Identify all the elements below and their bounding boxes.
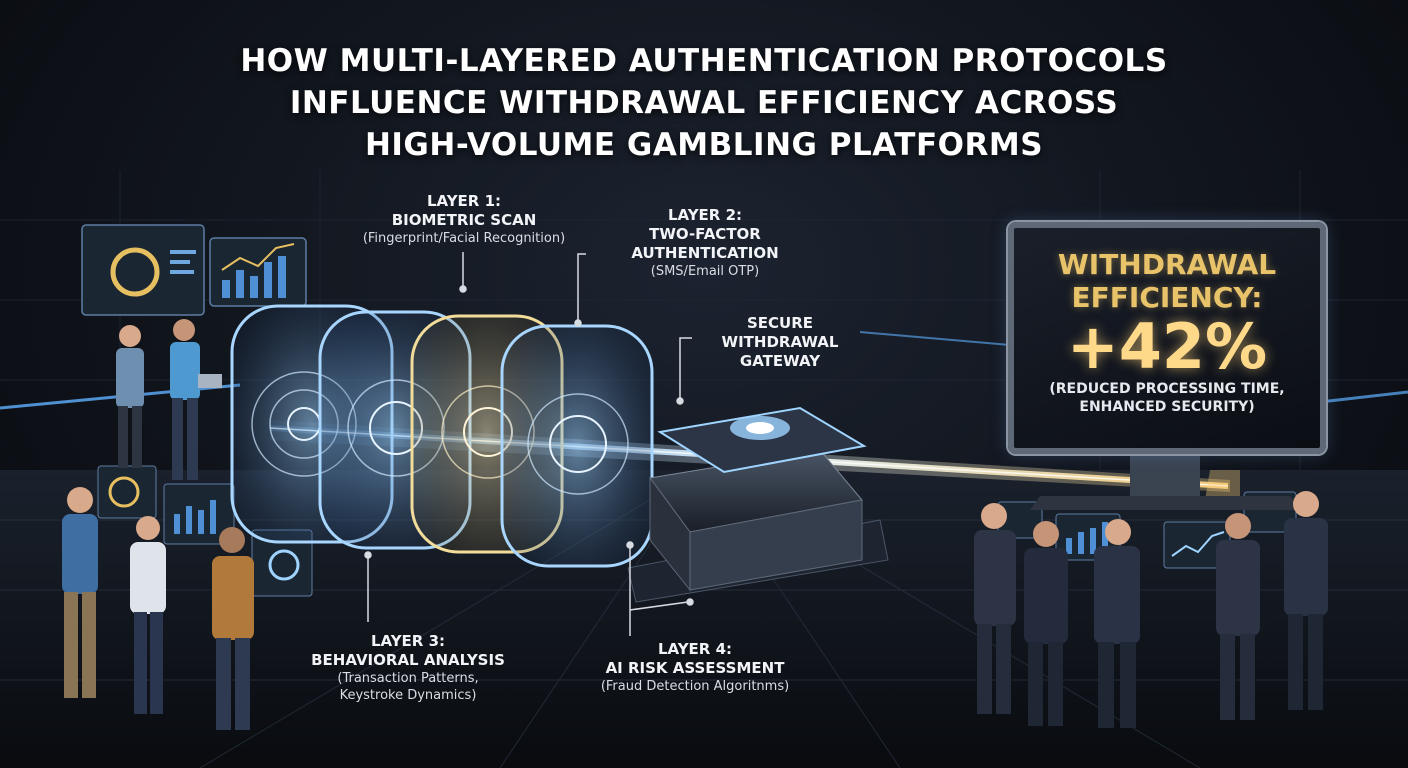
layer-3-name: BEHAVIORAL ANALYSIS bbox=[311, 651, 505, 669]
person bbox=[62, 487, 98, 698]
person bbox=[130, 516, 166, 714]
layer-3-detail-line-1: (Transaction Patterns, bbox=[337, 671, 479, 686]
person bbox=[116, 325, 144, 468]
people-right-group bbox=[974, 491, 1328, 728]
layer-4-name: AI RISK ASSESSMENT bbox=[605, 659, 785, 677]
layer-4-detail: (Fraud Detection Algoritnms) bbox=[600, 679, 790, 694]
person bbox=[1094, 519, 1140, 728]
layer-1-number: LAYER 1: bbox=[426, 192, 502, 210]
efficiency-heading-line-2: EFFICIENCY: bbox=[1071, 281, 1263, 314]
person bbox=[1284, 491, 1328, 710]
person bbox=[974, 503, 1016, 714]
wall-dashboard-chart bbox=[209, 237, 307, 307]
layer-4-label: LAYER 4: AI RISK ASSESSMENT (Fraud Detec… bbox=[560, 640, 830, 695]
layer-3-detail-line-2: Keystroke Dynamics) bbox=[339, 688, 477, 703]
layer-3-number: LAYER 3: bbox=[370, 632, 446, 650]
person bbox=[1024, 521, 1068, 726]
title-line-2: INFLUENCE WITHDRAWAL EFFICIENCY ACROSS bbox=[289, 85, 1119, 121]
layer-1-label: LAYER 1: BIOMETRIC SCAN (Fingerprint/Fac… bbox=[332, 192, 596, 247]
layer-2-name-line-2: AUTHENTICATION bbox=[631, 244, 779, 262]
layer-2-name-line-1: TWO-FACTOR bbox=[649, 225, 761, 243]
person bbox=[212, 527, 254, 730]
gateway-line-2: WITHDRAWAL bbox=[721, 333, 839, 351]
layer-4-number: LAYER 4: bbox=[657, 640, 733, 658]
callout-lines bbox=[364, 252, 694, 636]
floating-dashboards-left bbox=[97, 465, 313, 597]
title-line-1: HOW MULTI-LAYERED AUTHENTICATION PROTOCO… bbox=[240, 43, 1168, 79]
person bbox=[170, 319, 222, 480]
efficiency-note-line-2: ENHANCED SECURITY) bbox=[1079, 399, 1255, 415]
layer-2-number: LAYER 2: bbox=[667, 206, 743, 224]
efficiency-heading: WITHDRAWAL EFFICIENCY: bbox=[1014, 248, 1320, 314]
far-right-glow-line bbox=[1319, 390, 1408, 404]
efficiency-note-line-1: (REDUCED PROCESSING TIME, bbox=[1049, 381, 1285, 397]
gateway-line-3: GATEWAY bbox=[739, 352, 821, 370]
layer-1-detail: (Fingerprint/Facial Recognition) bbox=[362, 231, 566, 246]
gateway-line-1: SECURE bbox=[746, 314, 814, 332]
monitor-stand bbox=[1030, 440, 1300, 510]
page-title: HOW MULTI-LAYERED AUTHENTICATION PROTOCO… bbox=[104, 40, 1304, 166]
title-line-3: HIGH-VOLUME GAMBLING PLATFORMS bbox=[364, 127, 1044, 163]
wall-dashboard-left bbox=[81, 224, 205, 316]
person bbox=[1216, 513, 1260, 720]
layer-panel-4 bbox=[500, 324, 654, 568]
people-left-group bbox=[62, 319, 254, 730]
efficiency-value: +42% bbox=[1066, 310, 1268, 383]
efficiency-note: (REDUCED PROCESSING TIME, ENHANCED SECUR… bbox=[1014, 380, 1320, 416]
layer-1-name: BIOMETRIC SCAN bbox=[391, 211, 537, 229]
gateway-label: SECURE WITHDRAWAL GATEWAY bbox=[700, 314, 860, 371]
gateway-device bbox=[627, 406, 889, 603]
efficiency-heading-line-1: WITHDRAWAL bbox=[1057, 248, 1277, 281]
layer-2-detail: (SMS/Email OTP) bbox=[650, 264, 760, 279]
layer-2-label: LAYER 2: TWO-FACTOR AUTHENTICATION (SMS/… bbox=[600, 206, 810, 280]
layer-3-label: LAYER 3: BEHAVIORAL ANALYSIS (Transactio… bbox=[290, 632, 526, 704]
efficiency-monitor: WITHDRAWAL EFFICIENCY: +42% (REDUCED PRO… bbox=[1008, 222, 1326, 454]
right-glow-line bbox=[859, 331, 1011, 346]
